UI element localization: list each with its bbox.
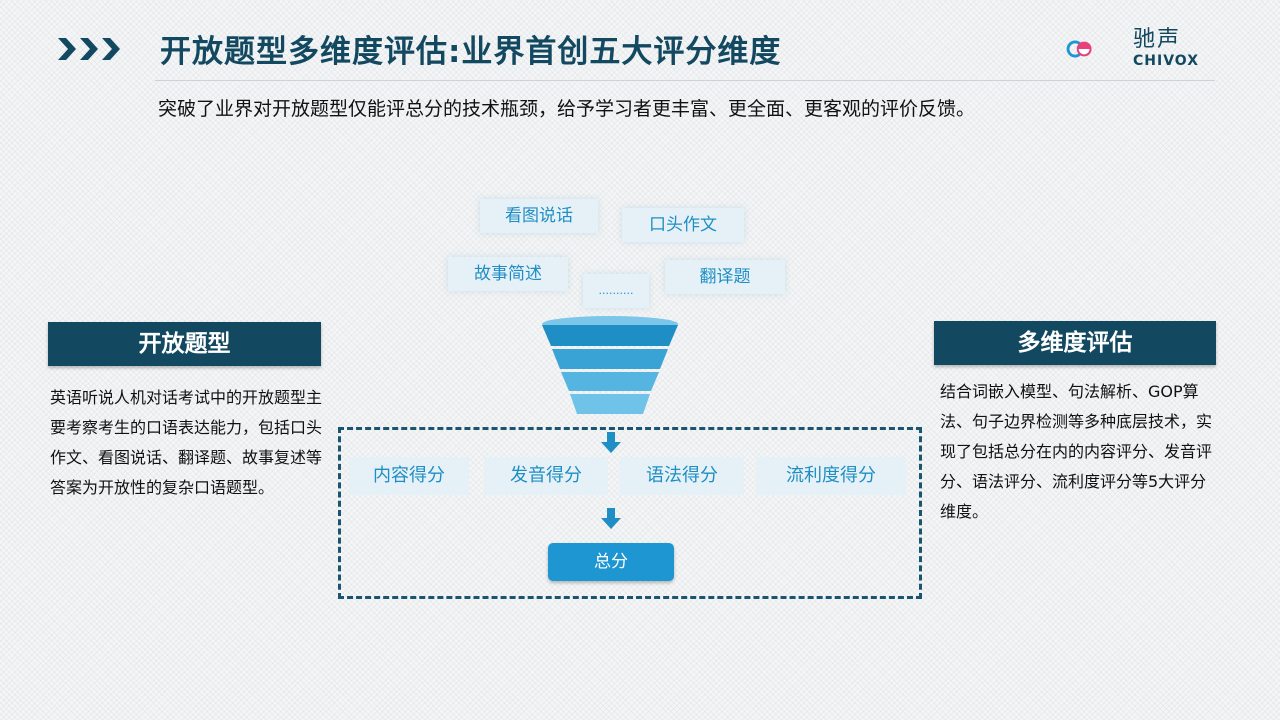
logo-text-en: CHIVOX bbox=[1133, 53, 1199, 69]
down-arrow-icon bbox=[601, 508, 621, 529]
funnel-icon bbox=[542, 316, 678, 414]
multi-dimension-description: 结合词嵌入模型、句法解析、GOP算法、句子边界检测等多种底层技术，实现了包括总分… bbox=[940, 382, 1213, 521]
score-fluency: 流利度得分 bbox=[756, 457, 906, 495]
tag-translation: 翻译题 bbox=[665, 260, 785, 294]
logo-text-cn: 驰声 bbox=[1133, 27, 1182, 52]
open-question-description: 英语听说人机对话考试中的开放题型主要考察考生的口语表达能力，包括口头作文、看图说… bbox=[50, 388, 323, 497]
score-content: 内容得分 bbox=[349, 457, 469, 495]
tag-picture-talk: 看图说话 bbox=[480, 199, 598, 233]
page-title: 开放题型多维度评估:业界首创五大评分维度 bbox=[160, 34, 782, 70]
score-pronunciation: 发音得分 bbox=[484, 457, 608, 495]
score-grammar: 语法得分 bbox=[620, 457, 744, 495]
down-arrow-icon bbox=[601, 432, 621, 453]
tag-oral-composition: 口头作文 bbox=[622, 208, 744, 242]
scoring-box bbox=[338, 427, 922, 599]
multi-dimension-header: 多维度评估 bbox=[934, 321, 1216, 365]
open-question-header: 开放题型 bbox=[48, 322, 321, 366]
chivox-logo bbox=[1066, 40, 1092, 58]
tag-story-retell: 故事简述 bbox=[448, 257, 568, 291]
total-score: 总分 bbox=[548, 543, 674, 581]
title-divider bbox=[155, 80, 1215, 81]
tag-ellipsis: .......... bbox=[583, 274, 649, 308]
chevron-arrows-icon bbox=[58, 38, 120, 60]
subtitle: 突破了业界对开放题型仅能评总分的技术瓶颈，给予学习者更丰富、更全面、更客观的评价… bbox=[158, 98, 976, 120]
